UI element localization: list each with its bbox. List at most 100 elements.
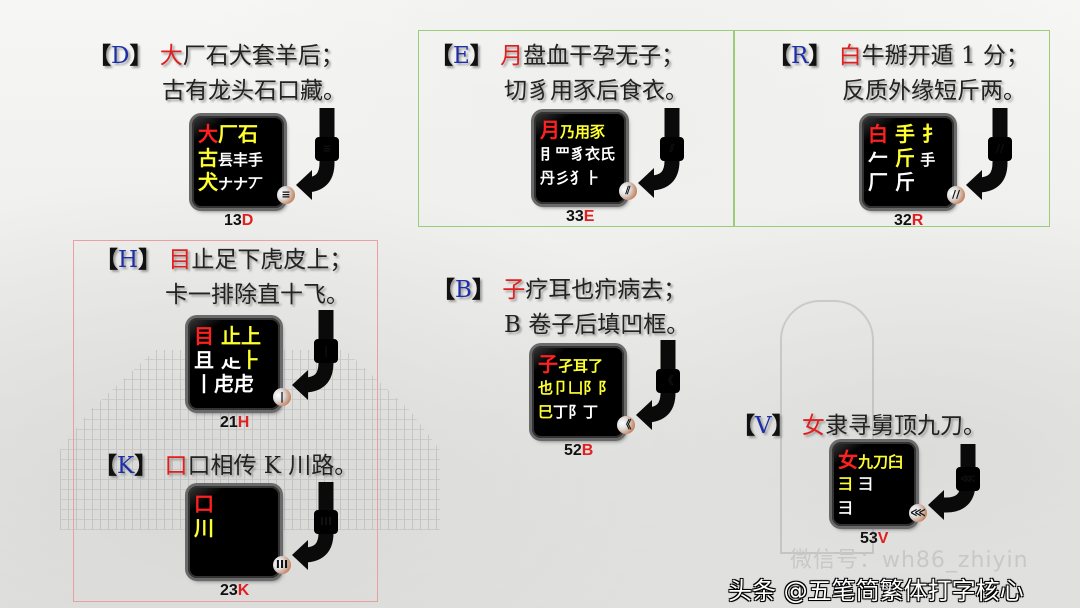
rhyme-line-1: 口相传 K 川路。 [187, 453, 358, 479]
keycap-root-glyph: 子 [538, 352, 558, 376]
keycap-root-glyph: 手 扌 [888, 122, 942, 146]
stroke-badge-icon: 《 [617, 416, 635, 434]
keycap-root-glyph: 丨虍虍 [194, 372, 254, 396]
keycap-root-glyph: 川 [194, 516, 214, 540]
bracket-open: 【 [768, 42, 791, 69]
key-code-number: 52 [564, 442, 582, 459]
bracket-close: 】 [808, 42, 832, 69]
keycap-root-glyph: 止上 [214, 324, 261, 348]
key-code-number: 33 [566, 208, 584, 225]
heading-line1: 【R】 白牛掰开遁 1 分； [768, 42, 1029, 70]
keycap-root-glyph: 孑耳了 [558, 357, 604, 375]
bracket-open: 【 [95, 246, 118, 273]
lead-character: 女 [794, 413, 825, 439]
keycap-root-glyph: 口 [194, 492, 214, 516]
key-code-label: 53V [860, 530, 888, 548]
stroke-badge-icon: 《 [656, 368, 680, 393]
rhyme-line-2: 卡一排除直十飞。 [165, 282, 349, 308]
rhyme-line-2: 古有龙头石口藏。 [162, 78, 346, 104]
key-code-number: 32 [894, 212, 912, 229]
bracket-close: 】 [138, 246, 162, 273]
keycap: 女九刀臼彐 彐 彐⋘ [832, 442, 927, 526]
key-code-letter: D [241, 212, 254, 229]
rhyme-line-1: 隶寻舅顶九刀。 [824, 413, 986, 439]
rhyme-line-2: 反质外缘短斤两。 [842, 78, 1026, 104]
bracket-close: 】 [771, 412, 795, 439]
bracket-close: 】 [134, 452, 158, 479]
rhyme-line-1: 牛掰开遁 1 分； [861, 43, 1029, 69]
keycap-root-glyph: 巳 [538, 403, 554, 421]
bracket-close: 】 [129, 42, 153, 69]
keycap-root-glyph: 犬 [198, 170, 218, 194]
keycap-row: 彐 [838, 496, 853, 520]
keycap-row: 口 [194, 492, 214, 516]
key-code-label: 52B [564, 442, 593, 460]
keycap-root-glyph: 九刀臼 [858, 453, 904, 471]
frame-e [418, 30, 735, 227]
keycap-row: 大厂石 [198, 122, 258, 146]
keycap-root-glyph: 彐 [858, 475, 874, 493]
key-letter: R [791, 43, 809, 69]
keycap-root-glyph: 彐 [838, 499, 854, 517]
keycap-root-glyph: 厂石 [218, 122, 258, 146]
keycap: 口 川 III [188, 486, 291, 578]
keycap: 目 止上且 龰⺊丨虍虍| [188, 318, 291, 410]
keycap-root-glyph: 乃用豕 [560, 123, 606, 141]
keycap-root-glyph: 目 [194, 324, 214, 348]
key-code-letter: R [911, 212, 924, 229]
wechat-watermark: 微信号：wh86_zhiyin [790, 548, 1029, 573]
bracket-open: 【 [430, 42, 453, 69]
keycap-root-glyph: 大 [198, 122, 218, 146]
lead-character: 子 [494, 277, 526, 303]
keycap-root-glyph: 斤 [894, 146, 915, 170]
key-code-letter: E [583, 208, 595, 225]
keycap-root-glyph: ナナ丆 [218, 175, 264, 193]
keycap: 大厂石古镸丰手犬ナナ丆≡ [192, 116, 295, 208]
frame-h-k [73, 240, 378, 602]
keycap-row: 目 止上 [194, 324, 261, 348]
stroke-badge-icon: III [314, 509, 338, 534]
keycap-row: 厂 斤 [868, 170, 915, 194]
keycap-root-glyph: ⺝罒豸衣氏 [540, 145, 616, 163]
bracket-close: 】 [471, 276, 495, 303]
keycap-row: 白 手 扌 [868, 122, 942, 146]
keycap-row: 也卩凵阝阝 [538, 376, 613, 400]
keycap-row: 女九刀臼 [838, 448, 903, 472]
keycap-root-glyph: 且 龰 [194, 348, 241, 372]
stroke-badge-icon: ≡ [315, 137, 339, 162]
key-letter: B [455, 277, 472, 303]
heading-line1: 【E】 月盘血干孕无子； [430, 42, 684, 70]
rhyme-line-1: 厂石犬套羊后； [182, 43, 344, 69]
keycap-root-glyph: 厂 斤 [868, 170, 915, 194]
heading-line1: 【K】 口口相传 K 川路。 [94, 452, 357, 480]
stroke-badge-icon: ⫽ [660, 136, 684, 161]
lead-character: 口 [157, 453, 188, 479]
rhyme-line-2: B 卷子后填凹框。 [504, 312, 690, 338]
key-code-number: 13 [224, 212, 242, 229]
toutiao-watermark: 头条 @五笔简繁体打字核心 [728, 577, 1024, 605]
key-letter: H [118, 247, 139, 273]
rhyme-line-1: 盘血干孕无子； [523, 43, 685, 69]
background-tower-sketch [780, 300, 874, 554]
heading-line1: 【D】 大厂石犬套羊后； [88, 42, 344, 70]
key-code-label: 33E [566, 208, 594, 226]
bracket-open: 【 [732, 412, 755, 439]
keycap-root-glyph: 彐 [838, 475, 859, 493]
keycap-row: 子孑耳了 [538, 352, 603, 376]
keycap-row: 月乃用豕 [540, 118, 605, 142]
stroke-badge-icon: III [273, 556, 291, 574]
key-code-letter: K [237, 582, 250, 599]
key-letter: E [453, 43, 470, 69]
stroke-badge-icon: ⋘ [956, 467, 980, 492]
stroke-badge-icon: | [314, 338, 338, 363]
heading-line1: 【H】 目止足下虎皮上； [95, 246, 352, 274]
bracket-open: 【 [94, 452, 117, 479]
stroke-badge-icon: ≡ [277, 186, 295, 204]
keycap-root-glyph: 丹彡犭⺊ [540, 169, 601, 187]
keycap-row: 丨虍虍 [194, 372, 254, 396]
lead-character: 目 [161, 247, 192, 273]
keycap-row: 犬ナナ丆 [198, 170, 263, 194]
key-letter: D [111, 43, 130, 69]
keycap-root-glyph: 女 [838, 448, 858, 472]
keycap-row: 巳丁阝丁 [538, 400, 598, 424]
